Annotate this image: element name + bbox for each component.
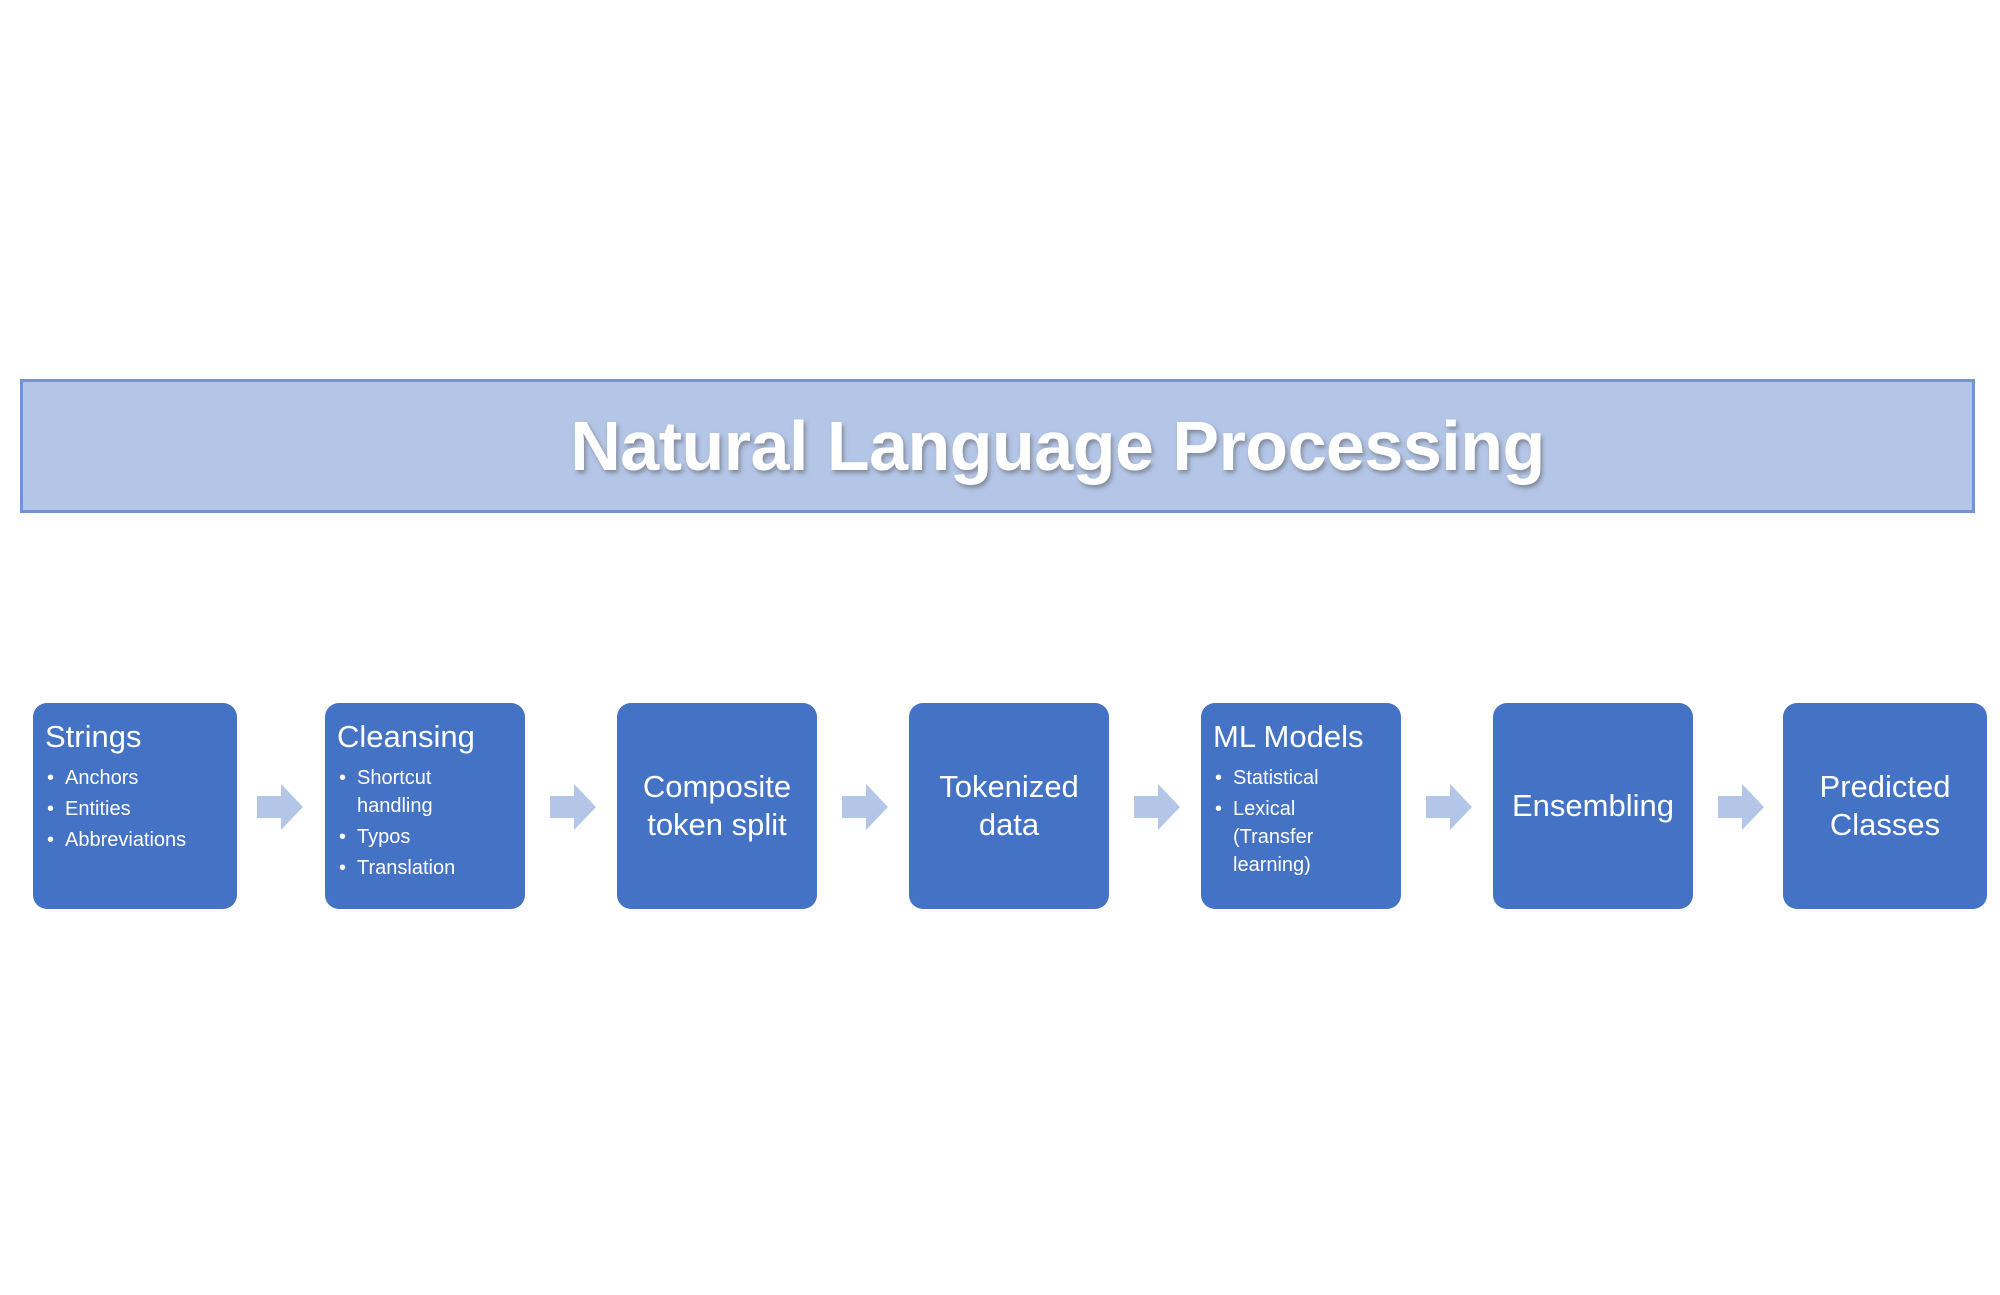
step-title: Predicted Classes bbox=[1819, 769, 1951, 842]
arrow-right-icon bbox=[1134, 784, 1180, 830]
list-item: Translation bbox=[337, 854, 515, 882]
step-cleansing: Cleansing Shortcut handling Typos Transl… bbox=[325, 703, 525, 909]
step-composite-token-split: Composite token split bbox=[617, 703, 817, 909]
list-item: Typos bbox=[337, 823, 515, 851]
step-title: Tokenized data bbox=[939, 769, 1079, 842]
arrow-right-icon bbox=[550, 784, 596, 830]
list-item: Shortcut handling bbox=[337, 764, 467, 820]
title-banner: Natural Language Processing bbox=[20, 379, 1975, 513]
step-ml-models: ML Models Statistical Lexical (Transfer … bbox=[1201, 703, 1401, 909]
arrow-right-icon bbox=[1426, 784, 1472, 830]
step-title: ML Models bbox=[1213, 719, 1364, 754]
step-predicted-classes: Predicted Classes bbox=[1783, 703, 1987, 909]
step-title: Cleansing bbox=[337, 719, 475, 754]
list-item: Statistical bbox=[1213, 764, 1391, 792]
list-item: Lexical (Transfer learning) bbox=[1213, 795, 1343, 879]
step-tokenized-data: Tokenized data bbox=[909, 703, 1109, 909]
list-item: Entities bbox=[45, 795, 227, 823]
step-bullet-list: Statistical Lexical (Transfer learning) bbox=[1213, 764, 1391, 879]
step-ensembling: Ensembling bbox=[1493, 703, 1693, 909]
step-title: Ensembling bbox=[1512, 788, 1674, 823]
step-title: Strings bbox=[45, 719, 142, 754]
page-title: Natural Language Processing bbox=[570, 407, 1545, 485]
step-bullet-list: Anchors Entities Abbreviations bbox=[45, 764, 227, 854]
arrow-right-icon bbox=[1718, 784, 1764, 830]
list-item: Anchors bbox=[45, 764, 227, 792]
arrow-right-icon bbox=[257, 784, 303, 830]
arrow-right-icon bbox=[842, 784, 888, 830]
step-strings: Strings Anchors Entities Abbreviations bbox=[33, 703, 237, 909]
step-title: Composite token split bbox=[642, 769, 792, 842]
step-bullet-list: Shortcut handling Typos Translation bbox=[337, 764, 515, 882]
list-item: Abbreviations bbox=[45, 826, 227, 854]
